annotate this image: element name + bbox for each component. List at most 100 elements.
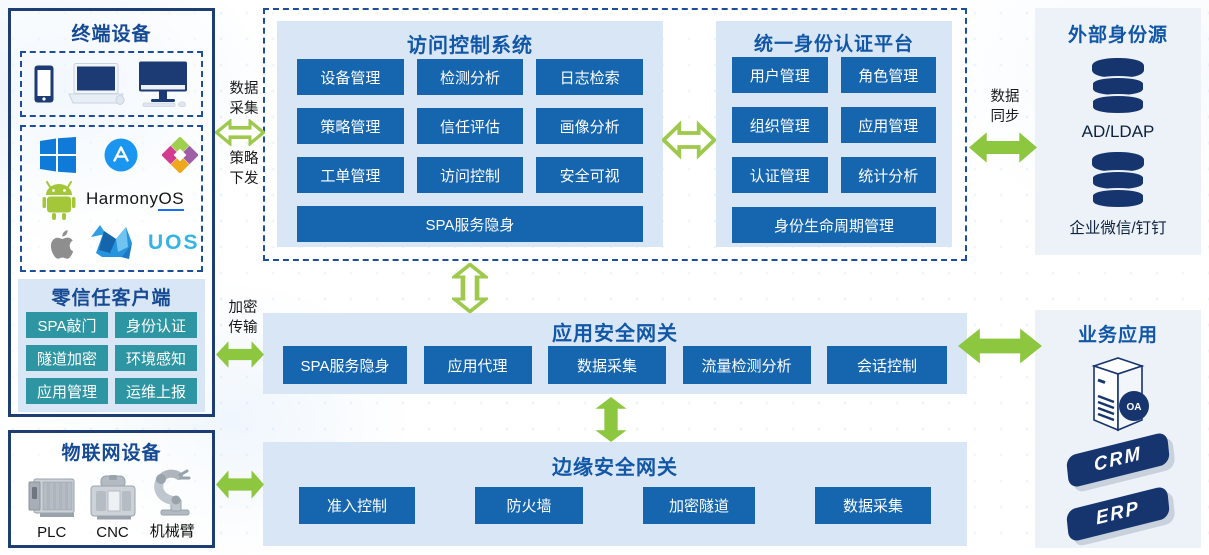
app-gateway-modules: SPA服务隐身 应用代理 数据采集 流量检测分析 会话控制 — [263, 346, 967, 384]
module-traffic-analyze: 流量检测分析 — [682, 346, 811, 384]
module-stats-analyze: 统计分析 — [840, 157, 936, 193]
terminal-core-double-arrow-icon — [215, 119, 265, 146]
encrypted-transmission-arrow-label: 加密 传输 — [228, 300, 258, 336]
harmonyos-logo: HarmonyOS — [86, 189, 185, 211]
laptop-icon — [67, 63, 125, 105]
module-profile-analyze: 画像分析 — [536, 108, 643, 144]
module-spa-stealth-gw: SPA服务隐身 — [283, 346, 407, 384]
edge-security-gateway-panel: 边缘安全网关 准入控制 防火墙 加密隧道 数据采集 — [263, 442, 967, 546]
kylin-icon — [88, 221, 134, 263]
wechat-dingtalk-db-icon — [1035, 150, 1201, 212]
centos-icon — [162, 137, 198, 173]
crm-label: CRM — [1092, 442, 1143, 477]
desktop-icon — [137, 61, 189, 107]
module-app-proxy: 应用代理 — [423, 346, 532, 384]
os-logos-dashed-box: HarmonyOS UOS — [20, 125, 203, 272]
module-trust-eval: 信任评估 — [416, 108, 524, 144]
module-session-control: 会话控制 — [827, 346, 947, 384]
appgw-edgegw-double-arrow-icon — [594, 397, 628, 442]
iot-edgegw-double-arrow-icon — [216, 469, 264, 500]
module-identity-lifecycle: 身份生命周期管理 — [732, 207, 936, 243]
cnc-icon — [87, 475, 139, 521]
data-sync-arrow-label: 数据 同步 — [990, 89, 1020, 125]
module-log-search: 日志检索 — [536, 59, 643, 95]
module-data-collect: 数据采集 — [548, 346, 666, 384]
module-env-sense: 环境感知 — [115, 345, 197, 371]
access-control-modules: 设备管理 检测分析 日志检索 策略管理 信任评估 画像分析 工单管理 访问控制 … — [297, 59, 643, 242]
edge-gateway-modules: 准入控制 防火墙 加密隧道 数据采集 — [263, 487, 967, 524]
module-access-control: 访问控制 — [416, 157, 524, 193]
core-external-double-arrow-icon — [969, 131, 1037, 164]
crm-app-icon: CRM — [1065, 431, 1171, 489]
external-identity-title: 外部身份源 — [1067, 25, 1168, 46]
zero-trust-client-title: 零信任客户端 — [51, 288, 172, 309]
plc-item: PLC — [26, 475, 78, 541]
robot-arm-icon — [147, 469, 197, 517]
module-org-manage: 组织管理 — [732, 107, 828, 143]
appgw-business-double-arrow-icon — [958, 327, 1042, 365]
module-data-collect-edge: 数据采集 — [815, 487, 931, 524]
client-appgw-double-arrow-icon — [216, 340, 264, 369]
module-spa-knock: SPA敲门 — [26, 312, 108, 338]
module-identity-auth: 身份认证 — [115, 312, 197, 338]
access-control-system-title: 访问控制系统 — [407, 35, 533, 57]
module-app-manage: 应用管理 — [26, 378, 108, 404]
robot-arm-label: 机械臂 — [149, 523, 195, 540]
module-security-visual: 安全可视 — [536, 157, 643, 193]
module-detect-analyze: 检测分析 — [416, 59, 524, 95]
cnc-label: CNC — [96, 524, 129, 541]
module-policy-manage: 策略管理 — [297, 108, 404, 144]
external-identity-panel: 外部身份源 AD/LDAP 企业微信/钉钉 — [1035, 8, 1201, 255]
module-firewall: 防火墙 — [475, 487, 583, 524]
cnc-item: CNC — [87, 475, 139, 541]
identity-platform-panel: 统一身份认证平台 用户管理 角色管理 组织管理 应用管理 认证管理 统计分析 身… — [716, 21, 952, 247]
module-ops-report: 运维上报 — [115, 378, 197, 404]
identity-platform-modules: 用户管理 角色管理 组织管理 应用管理 认证管理 统计分析 身份生命周期管理 — [732, 57, 936, 243]
policy-dispatch-arrow-label: 策略 下发 — [229, 151, 259, 187]
wechat-dingtalk-label: 企业微信/钉钉 — [1069, 220, 1167, 237]
business-apps-title: 业务应用 — [1077, 325, 1158, 346]
devices-dashed-box — [20, 51, 203, 117]
module-admission-control: 准入控制 — [299, 487, 415, 524]
business-apps-panel: 业务应用 OA CRM ERP — [1035, 310, 1201, 548]
erp-app-icon: ERP — [1065, 485, 1171, 543]
module-ticket-manage: 工单管理 — [297, 157, 404, 193]
zero-trust-client-modules: SPA敲门 身份认证 隧道加密 环境感知 应用管理 运维上报 — [26, 312, 197, 404]
svg-text:OA: OA — [1127, 402, 1142, 413]
module-device-manage: 设备管理 — [297, 59, 404, 95]
apple-icon — [44, 227, 76, 263]
app-security-gateway-title: 应用安全网关 — [552, 323, 678, 345]
core-platform-dashed-box — [263, 8, 967, 261]
core-appgw-double-arrow-icon — [452, 263, 488, 313]
adldap-db-icon — [1035, 56, 1201, 118]
module-encrypted-tunnel: 加密隧道 — [643, 487, 755, 524]
module-user-manage: 用户管理 — [732, 57, 828, 93]
appstore-icon — [104, 138, 138, 172]
phone-icon — [34, 65, 54, 103]
iot-devices-panel: 物联网设备 PLC CNC 机械臂 — [8, 430, 215, 548]
windows-icon — [40, 137, 76, 173]
module-spa-stealth: SPA服务隐身 — [297, 206, 643, 242]
module-app-manage: 应用管理 — [840, 107, 936, 143]
identity-platform-title: 统一身份认证平台 — [753, 34, 914, 55]
access-control-system-panel: 访问控制系统 设备管理 检测分析 日志检索 策略管理 信任评估 画像分析 工单管… — [277, 21, 663, 247]
module-auth-manage: 认证管理 — [732, 157, 828, 193]
robot-arm-item: 机械臂 — [147, 469, 197, 541]
erp-label: ERP — [1094, 497, 1141, 530]
adldap-label: AD/LDAP — [1081, 122, 1155, 141]
terminal-devices-title: 终端设备 — [71, 24, 152, 45]
plc-label: PLC — [37, 524, 67, 541]
zero-trust-client-panel: 零信任客户端 SPA敲门 身份认证 隧道加密 环境感知 应用管理 运维上报 — [18, 279, 205, 412]
module-role-manage: 角色管理 — [840, 57, 936, 93]
edge-security-gateway-title: 边缘安全网关 — [552, 457, 678, 479]
module-tunnel-encrypt: 隧道加密 — [26, 345, 108, 371]
app-security-gateway-panel: 应用安全网关 SPA服务隐身 应用代理 数据采集 流量检测分析 会话控制 — [263, 313, 967, 394]
data-collect-arrow-label: 数据 采集 — [229, 81, 259, 117]
uos-logo: UOS — [148, 231, 200, 254]
iot-devices-title: 物联网设备 — [61, 443, 162, 464]
acs-idp-double-arrow-icon — [662, 113, 716, 167]
plc-icon — [26, 475, 78, 521]
iot-icons-row: PLC CNC 机械臂 — [17, 463, 206, 541]
android-icon — [42, 181, 76, 221]
